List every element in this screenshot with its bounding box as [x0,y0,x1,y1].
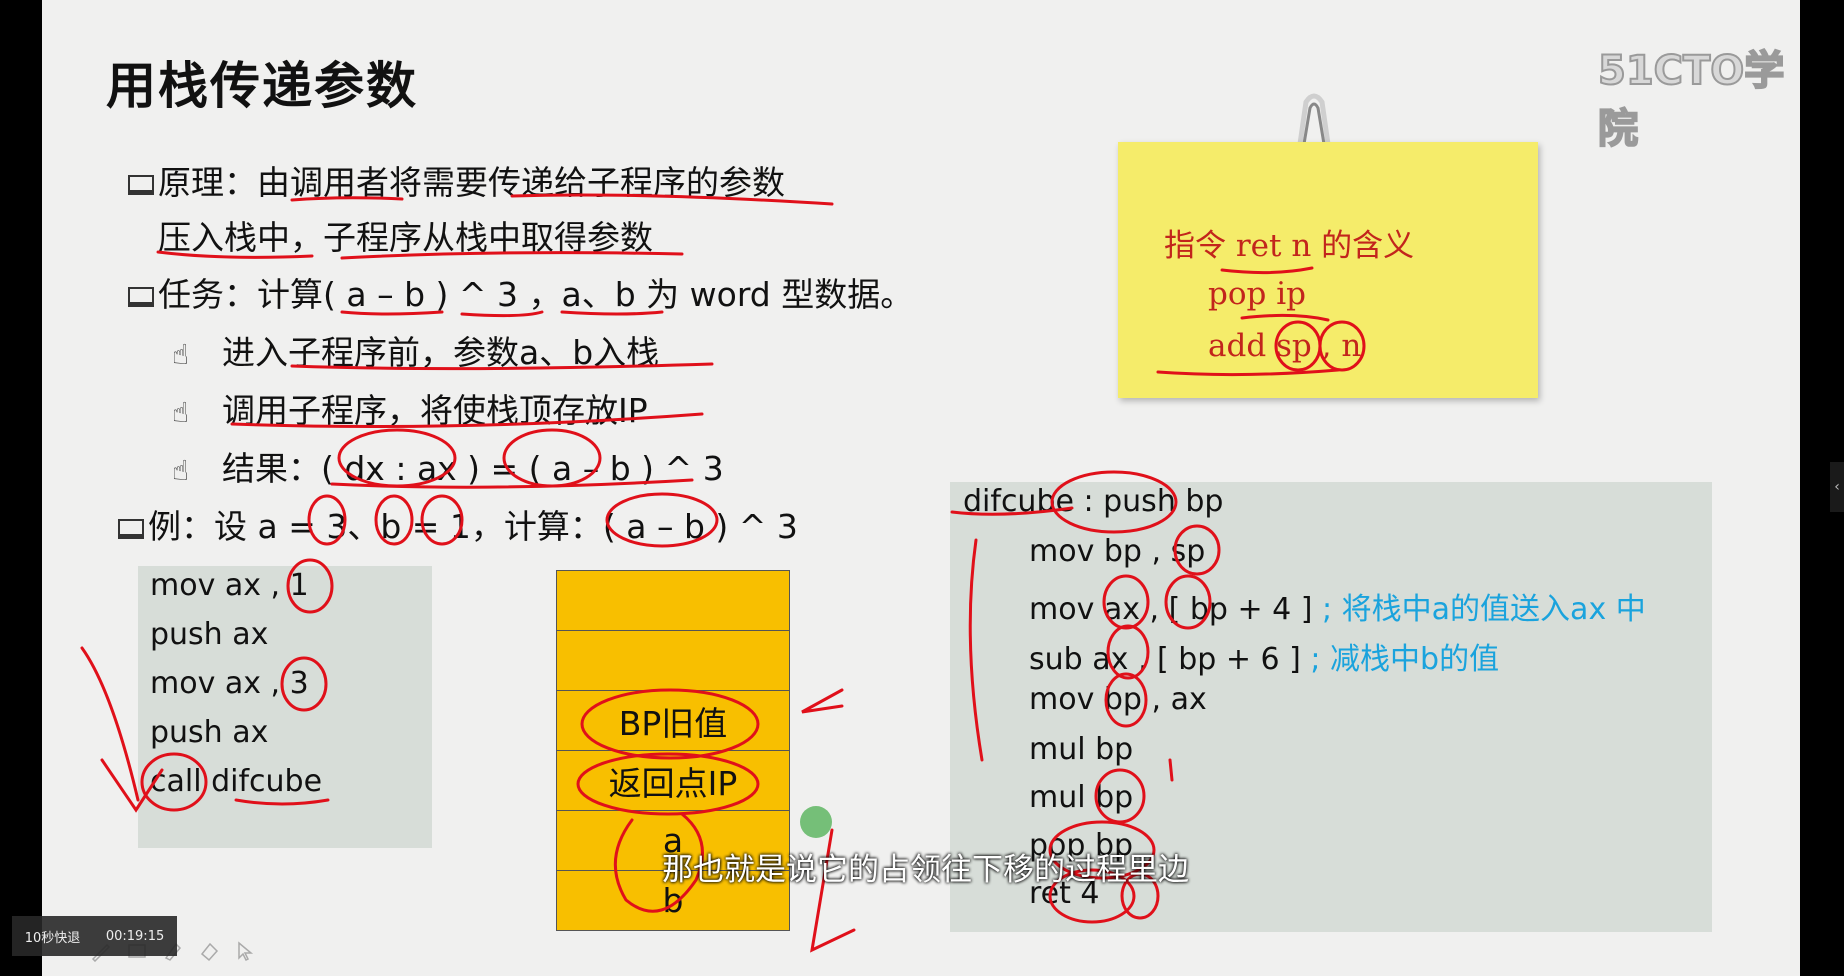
caller-code-line: mov ax , 3 [150,666,309,701]
slide-title: 用栈传递参数 [106,56,418,115]
pointer-bullet-icon: ☝ [172,338,190,371]
caller-code-line: mov ax , 1 [150,568,309,603]
laptop-bullet-icon [128,286,154,307]
subroutine-code-line: mul bp [1029,780,1134,815]
subroutine-code-line: sub ax , [ bp + 6 ] ; 减栈中b的值 [1029,642,1500,677]
laptop-bullet-icon [128,174,154,195]
caller-code-line: push ax [150,715,269,750]
subroutine-code-line: mov ax , [ bp + 4 ] ; 将栈中a的值送入ax 中 [1029,592,1646,627]
stack-cell [557,631,789,691]
stack-cell [557,571,789,631]
subroutine-code-line: mov bp , ax [1029,682,1207,717]
video-timestamp: 00:19:15 [105,928,165,944]
task-line: 任务：计算( a – b ) ^ 3 ，a、b 为 word 型数据。 [128,268,913,316]
pointer-bullet-icon: ☝ [172,396,190,429]
sub-bullet-3: ☝结果：( dx : ax ) = ( a – b ) ^ 3 [172,449,724,488]
caller-code-line: push ax [150,617,269,652]
logo: 51CTO学院 [1597,47,1785,153]
subroutine-code-line: mov bp , sp [1029,534,1206,569]
stack-cell-return-ip: 返回点IP [557,751,789,811]
subroutine-code-line: mul bp [1029,732,1134,767]
rewind-control[interactable]: 10秒快退 00:19:15 [12,916,177,956]
note-line-1: 指令 ret n 的含义 [1164,228,1415,264]
caller-code-panel [138,566,432,848]
rewind-label[interactable]: 10秒快退 [24,930,81,946]
slide: 用栈传递参数 51CTO学院 原理：由调用者将需要传递给子程序的参数 压入栈中，… [42,0,1800,976]
principle-line-1: 原理：由调用者将需要传递给子程序的参数 [128,156,785,204]
sub-bullet-1: ☝进入子程序前，参数a、b入栈 [172,333,660,372]
example-line: 例：设 a = 3、b = 1，计算：( a – b ) ^ 3 [118,500,798,548]
principle-line-2: 压入栈中，子程序从栈中取得参数 [158,218,653,257]
laptop-bullet-icon [118,518,144,539]
code-comment: ; 将栈中a的值送入ax 中 [1322,592,1646,627]
subroutine-code-line: difcube : push bp [963,484,1224,519]
chevron-left-icon[interactable]: ‹ [1830,462,1844,512]
note-line-2: pop ip [1208,276,1306,312]
sticky-note: 指令 ret n 的含义 pop ip add sp , n [1118,142,1538,398]
caller-code-line: call difcube [150,764,323,799]
stack-cell-bp-old: BP旧值 [557,691,789,751]
video-subtitle: 那也就是说它的占领往下移的过程里边 [662,852,1189,888]
pointer-bullet-icon: ☝ [172,454,190,487]
code-comment: ; 减栈中b的值 [1310,642,1500,677]
cursor-tool-icon[interactable] [234,940,256,962]
note-line-3: add sp , n [1208,328,1362,364]
eraser-tool-icon[interactable] [198,940,220,962]
sub-bullet-2: ☝调用子程序，将使栈顶存放IP [172,391,648,430]
